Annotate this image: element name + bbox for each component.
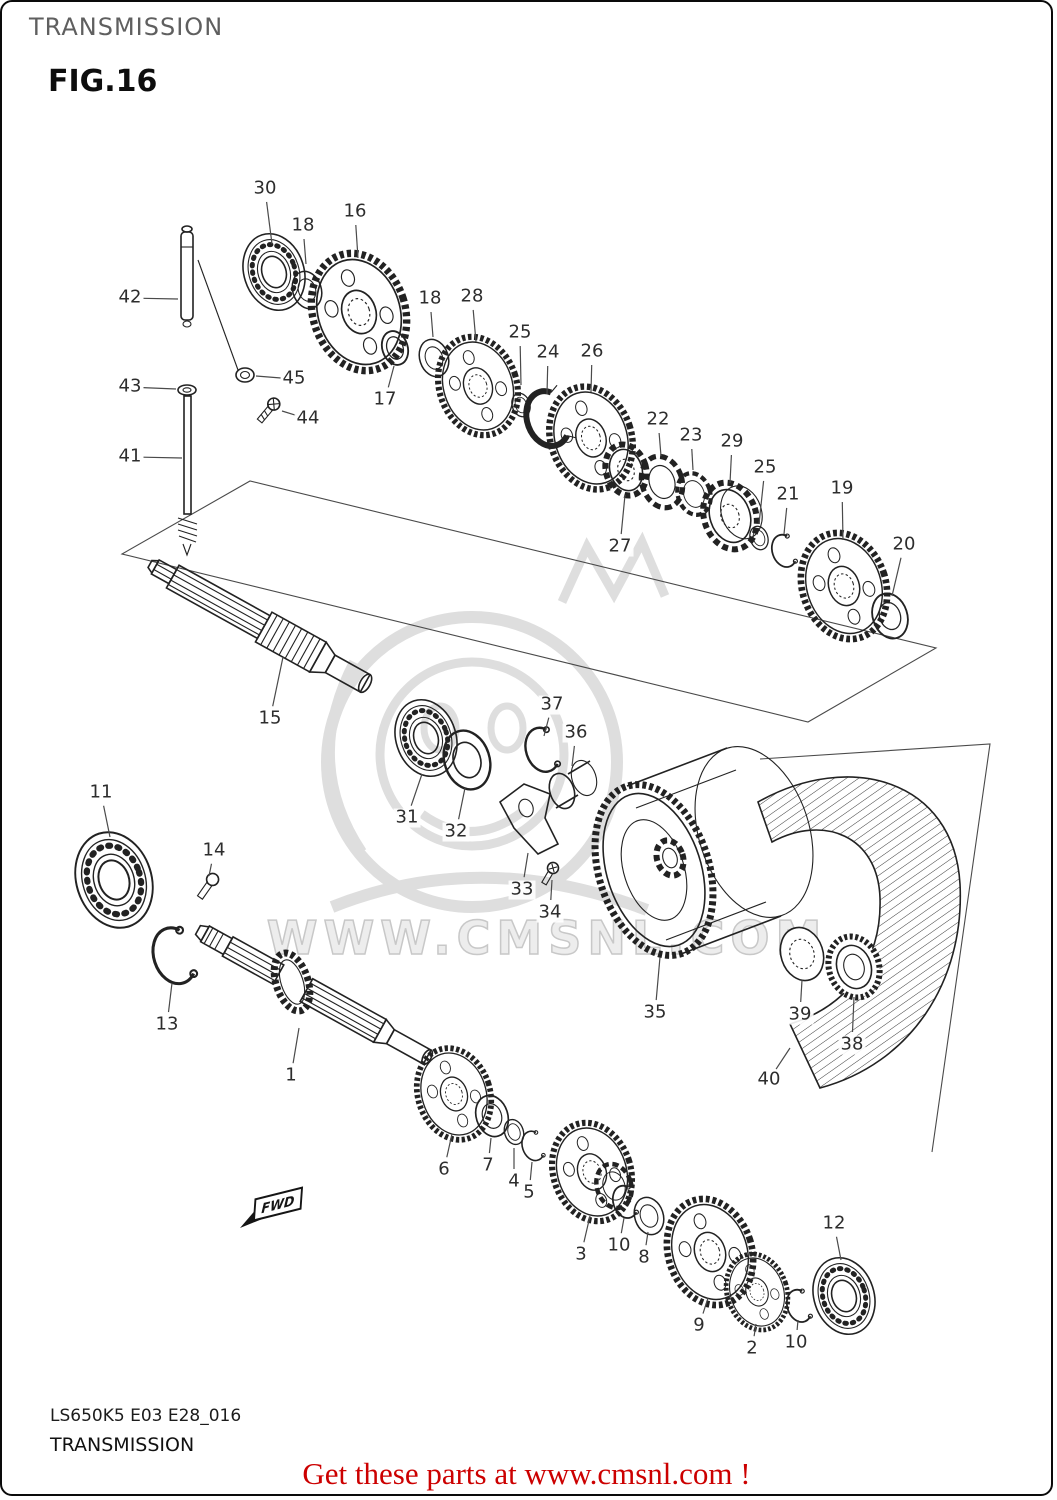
part-bearing-11: [63, 822, 164, 938]
figure-label: FIG.16: [48, 64, 158, 99]
middle-cluster: [385, 692, 598, 886]
part-drum-35: [591, 781, 717, 959]
drum-assembly: [591, 746, 883, 1001]
part-bracket-33: [498, 783, 560, 855]
model-code: LS650K5 E03 E28_016: [50, 1406, 242, 1426]
drive-chain-40: [757, 776, 962, 1089]
part-washer-39: [779, 926, 825, 982]
shift-rod-assembly: [177, 225, 281, 557]
page-title: TRANSMISSION: [29, 13, 224, 41]
drum-hub: [653, 837, 687, 879]
footer-title: TRANSMISSION: [50, 1434, 195, 1456]
part-circlip-21: [766, 531, 800, 572]
part-circlip-5: [517, 1128, 547, 1165]
watermark-text: WWW.CMSNL.COM: [267, 911, 828, 965]
upper-plane-outline: [120, 480, 938, 723]
part-washer-8: [628, 1192, 670, 1240]
part-ring-4: [500, 1116, 528, 1148]
part-circlip-13: [144, 922, 201, 991]
part-gear-16: [297, 241, 422, 383]
part-seal-20: [865, 587, 915, 645]
part-screw-34: [541, 861, 560, 886]
part-washer-7: [469, 1090, 515, 1142]
lower-left-parts: [63, 822, 220, 991]
part-gear-19: [788, 522, 901, 651]
fwd-marker: FWD: [240, 1186, 304, 1228]
watermark-mascot: [321, 531, 670, 916]
part-gear-3: [540, 1112, 645, 1231]
part-gear-26: [536, 376, 645, 501]
right-plane-outline: [759, 743, 991, 1153]
screw-44: [256, 397, 281, 424]
part-bearing-12: [803, 1250, 884, 1343]
part-plate-24: [523, 384, 577, 449]
promo-banner: Get these parts at www.cmsnl.com !: [2, 1456, 1051, 1492]
leader-lines: [103, 201, 902, 1337]
part-gear-6: [405, 1038, 503, 1149]
countershaft-1: [194, 924, 434, 1066]
part-nut-38: [825, 933, 883, 1001]
part-pin-14: [196, 872, 220, 900]
promo-banner-text[interactable]: Get these parts at www.cmsnl.com !: [302, 1456, 751, 1491]
countershaft-gear-lump: [270, 949, 314, 1015]
lower-gear-train: [405, 1038, 884, 1342]
part-gear-2: [717, 1246, 798, 1338]
main-shaft-15: [147, 558, 373, 694]
